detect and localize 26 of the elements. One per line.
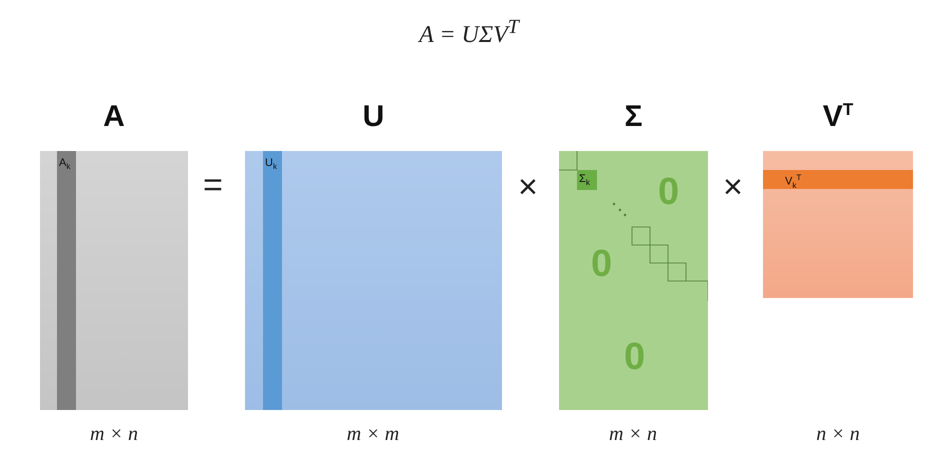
- matrix-heading: Σ: [623, 100, 644, 134]
- equation-title: A = UΣV$^{T}$: [416, 16, 521, 49]
- block-label: Σ$_{k}$: [579, 173, 590, 188]
- matrix-heading: U: [362, 100, 386, 134]
- matrix: [40, 151, 188, 410]
- block-label: U$_{k}$: [265, 157, 277, 172]
- matrix-strip: [263, 151, 282, 410]
- matrix: [245, 151, 502, 410]
- dimension-label: m × m: [346, 423, 400, 446]
- dimension-label: m × n: [89, 423, 139, 446]
- dimension-label: n × n: [815, 423, 861, 446]
- matrix-strip: [57, 151, 76, 410]
- zero-label: 0: [591, 245, 612, 283]
- zero-label: 0: [624, 338, 646, 376]
- zero-label: 0: [658, 173, 680, 211]
- matrix-heading: V$^{T}$: [822, 100, 854, 134]
- matrix-heading: A: [102, 100, 126, 134]
- matrix-block: [577, 170, 597, 190]
- block-label: A$_{k}$: [59, 157, 70, 172]
- operator-sign: ×: [723, 170, 743, 204]
- operator-sign: ×: [518, 170, 538, 204]
- dimension-label: m × n: [608, 423, 658, 446]
- matrix: [763, 151, 913, 298]
- matrix: [559, 151, 708, 410]
- matrix-strip: [763, 170, 913, 189]
- operator-sign: =: [203, 168, 223, 202]
